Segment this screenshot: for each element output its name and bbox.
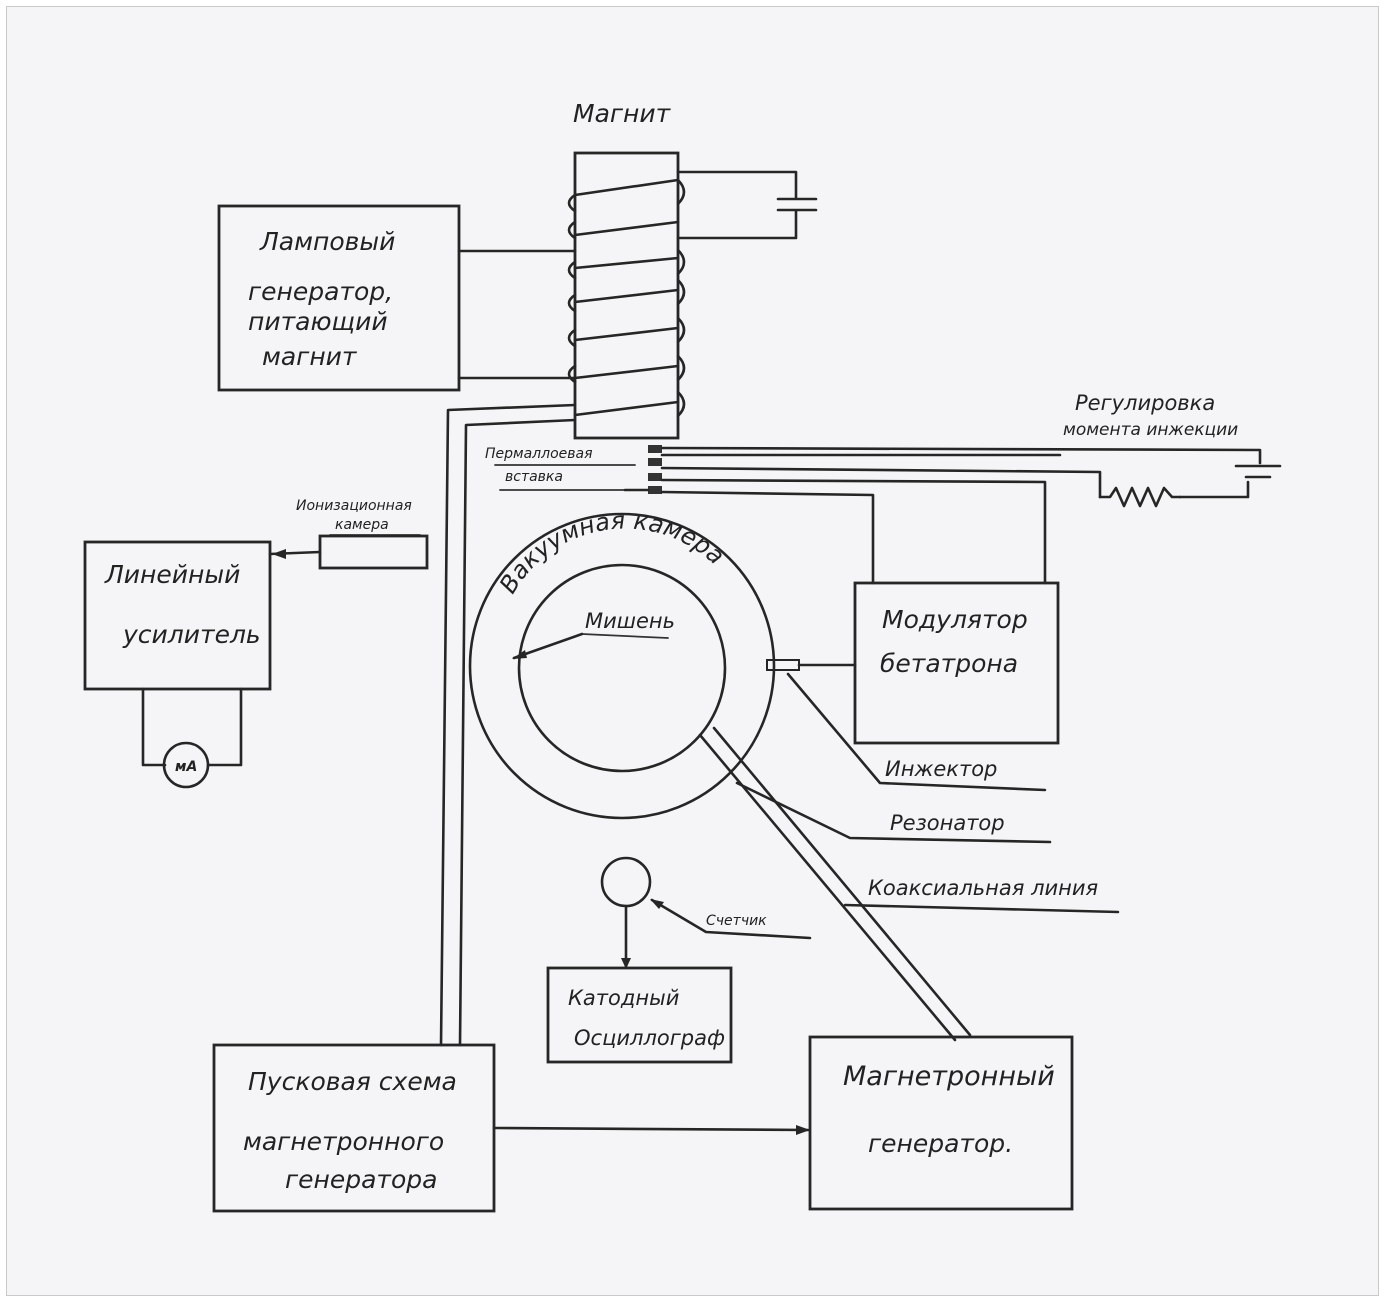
- target-underline: [581, 633, 669, 639]
- microammeter: [162, 741, 210, 789]
- counter-label: Счетчик: [706, 913, 767, 929]
- counter: [600, 856, 652, 908]
- betatron-modulator-label-1: Модулятор: [882, 605, 1028, 634]
- coaxial-leader: [843, 903, 1120, 914]
- diagram-frame: [6, 6, 1379, 1296]
- wire-amplifier-to-meter-right: [206, 687, 243, 767]
- trigger-circuit-label-2: магнетронного: [243, 1127, 444, 1156]
- counter-arrow-icon: [650, 899, 664, 909]
- linear-amplifier-label-1: Линейный: [104, 560, 240, 589]
- cathode-oscillograph-label-2: Осциллограф: [574, 1026, 725, 1050]
- target-label: Мишень: [585, 609, 675, 633]
- capacitor: [676, 170, 818, 240]
- permalloy-label-1: Пермаллоевая: [485, 446, 593, 462]
- cathode-oscillograph-box: [546, 966, 733, 1064]
- magnetron-generator-box: [808, 1035, 1074, 1211]
- magnet-label: Магнит: [573, 99, 672, 128]
- linear-amplifier-label-2: усилитель: [122, 620, 261, 649]
- coaxial-line-label: Коаксиальная линия: [868, 876, 1098, 900]
- linear-amplifier-box: [83, 540, 272, 691]
- trigger-circuit-label-1: Пусковая схема: [248, 1067, 457, 1096]
- wire-magnet-to-trigger-inner: [458, 418, 577, 1047]
- injector: [766, 659, 800, 671]
- target-arrow-icon: [512, 650, 527, 659]
- betatron-modulator-label-2: бетатрона: [880, 649, 1018, 678]
- regulation-label-1: Регулировка: [1075, 391, 1215, 415]
- permalloy-strip: [623, 445, 662, 494]
- counter-leader: [650, 898, 812, 940]
- microammeter-label: мА: [175, 759, 197, 775]
- wire-trigger-to-magnetron: [492, 1126, 810, 1132]
- trigger-circuit-label-3: генератора: [285, 1165, 437, 1194]
- arrow-to-magnetron: [796, 1125, 810, 1135]
- wire-magnet-to-trigger-outer: [439, 403, 577, 1047]
- wire-amplifier-to-meter-left: [141, 687, 167, 767]
- magnet-coil: [567, 178, 686, 418]
- permalloy-label-2: вставка: [505, 469, 563, 485]
- vacuum-chamber-label: Вакуумная камера: [494, 506, 730, 598]
- injector-label: Инжектор: [885, 757, 997, 781]
- resonator-leader: [735, 781, 1052, 844]
- regulation-circuit: [660, 446, 1282, 508]
- magnetron-generator-label-2: генератор.: [868, 1129, 1013, 1158]
- tube-generator-label-2: генератор,: [248, 277, 393, 306]
- wire-strip-to-modulator-2: [660, 490, 875, 585]
- wire-strip-to-modulator-1: [660, 478, 1047, 585]
- ionization-chamber-label-1: Ионизационная: [296, 498, 412, 514]
- tube-generator-label-1: Ламповый: [259, 227, 395, 256]
- arrow-to-amplifier: [272, 549, 286, 559]
- ionization-chamber: [318, 534, 429, 570]
- vacuum-chamber-outer: [468, 512, 776, 820]
- vacuum-chamber-inner: [517, 563, 727, 773]
- betatron-modulator-box: [853, 581, 1060, 745]
- injector-leader: [786, 672, 1047, 792]
- coaxial-line-b: [712, 726, 972, 1037]
- tube-generator-label-4: магнит: [262, 342, 358, 371]
- regulation-label-2: момента инжекции: [1063, 420, 1238, 440]
- resonator-label: Резонатор: [890, 811, 1005, 835]
- ionization-chamber-label-2: камера: [335, 517, 389, 533]
- tube-generator-box: [217, 204, 461, 392]
- arrow-to-oscillograph: [621, 958, 631, 969]
- cathode-oscillograph-label-1: Катодный: [568, 986, 679, 1010]
- tube-generator-label-3: питающий: [248, 307, 388, 336]
- magnetron-generator-label-1: Магнетронный: [843, 1061, 1055, 1092]
